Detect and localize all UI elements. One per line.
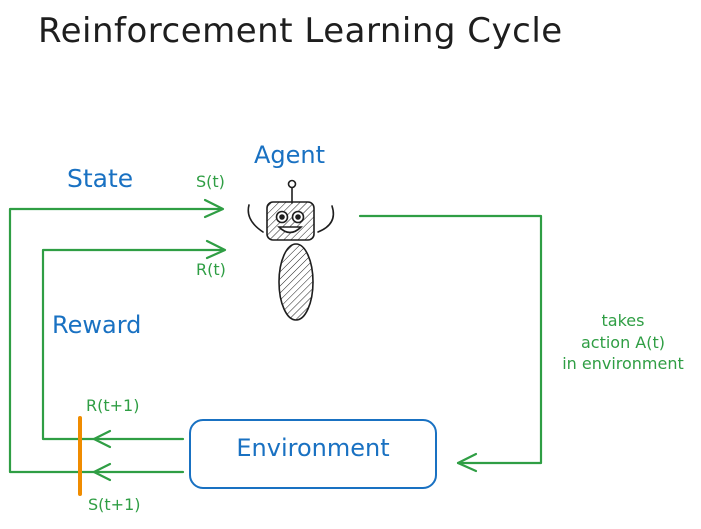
action-line [358,214,543,465]
reward-label: Reward [52,311,142,339]
state-arrowhead [203,198,225,219]
reward-t-plus-1-label: R(t+1) [86,396,140,415]
reward-feedback-line [41,248,226,441]
robot-body [278,243,314,321]
action-arrowhead [456,452,478,473]
state-t-label: S(t) [196,172,225,191]
diagram-title: Reinforcement Learning Cycle [38,11,563,51]
state-t-plus-1-label: S(t+1) [88,495,141,514]
state-label: State [67,164,134,193]
action-label: takes action A(t) in environment [548,310,698,375]
action-label-line-3: in environment [562,354,684,374]
reward-t-label: R(t) [196,260,226,279]
action-label-line-2: action A(t) [580,332,666,352]
action-label-line-1: takes [601,311,645,330]
robot-left-arm [247,204,264,233]
reward-arrowhead [205,239,227,260]
robot-right-arm [317,205,335,233]
reward-out-arrowhead [92,429,112,449]
agent-label: Agent [254,141,326,169]
state-out-arrowhead [92,462,112,482]
state-feedback-line [8,207,224,474]
environment-box: Environment [189,419,437,489]
robot-head [266,201,315,241]
antenna-icon [287,179,297,189]
agent-robot-illustration [247,179,335,321]
environment-label: Environment [236,434,390,462]
